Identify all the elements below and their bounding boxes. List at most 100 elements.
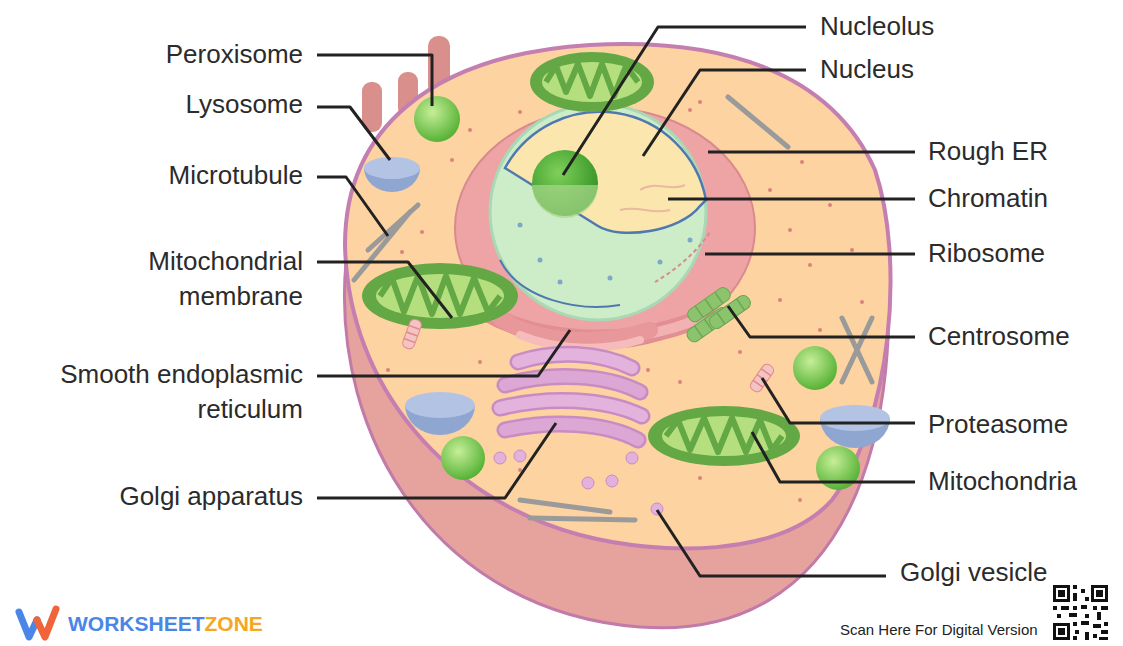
centrosome <box>707 293 753 331</box>
ribosome-dots <box>808 263 812 267</box>
nucleus <box>500 260 620 307</box>
leader-lines <box>317 107 390 160</box>
nucleus <box>655 232 710 282</box>
nucleus <box>658 260 663 265</box>
ribosome-dots <box>400 250 404 254</box>
golgi-vesicles <box>582 477 594 489</box>
centrosome <box>675 278 752 346</box>
qr-code <box>1052 584 1109 641</box>
golgi-apparatus <box>518 354 632 368</box>
microtubules <box>842 318 872 382</box>
nucleus <box>558 280 563 285</box>
golgi-vesicles <box>606 475 618 487</box>
leader-lines <box>317 177 388 236</box>
nucleus <box>490 104 710 320</box>
mitochondrion <box>662 416 786 456</box>
part-label: Rough ER <box>928 134 1048 169</box>
microtubules <box>354 97 872 520</box>
part-label: Nucleolus <box>820 9 934 44</box>
microtubules <box>530 518 635 520</box>
ribosome-dots <box>738 350 742 354</box>
ribosome-dots <box>860 300 864 304</box>
nucleus <box>538 258 543 263</box>
part-label: Mitochondria <box>928 464 1077 499</box>
leader-lines <box>317 262 452 318</box>
ribosome-dots <box>818 328 822 332</box>
golgi-apparatus <box>518 354 632 368</box>
peroxisome <box>793 346 837 390</box>
microtubules <box>520 500 610 512</box>
ribosome-dots <box>678 380 682 384</box>
golgi-apparatus <box>500 354 642 440</box>
ribosome-dots <box>468 128 472 132</box>
mitochondrion <box>648 406 800 466</box>
part-label: Lysosome <box>185 87 303 122</box>
leader-lines <box>643 70 806 156</box>
proteasome <box>401 318 423 350</box>
ribosome-dots <box>698 476 702 480</box>
part-label: Microtubule <box>169 158 303 193</box>
microtubules <box>842 318 872 382</box>
leader-lines <box>317 55 432 106</box>
leader-lines <box>317 330 570 376</box>
leader-lines <box>752 432 915 482</box>
ribosome-dots <box>450 158 454 162</box>
ribosome-dots <box>828 203 832 207</box>
nucleolus <box>532 185 598 218</box>
lysosome <box>405 392 475 435</box>
part-label: Ribosome <box>928 236 1045 271</box>
golgi-apparatus <box>500 400 642 416</box>
lysosome <box>364 157 420 192</box>
golgi-vesicles <box>494 452 506 464</box>
microtubules <box>728 97 788 147</box>
ribosome-dots <box>768 188 772 192</box>
cell-body <box>345 44 891 548</box>
leader-lines <box>762 378 915 423</box>
scan-note: Scan Here For Digital Version <box>840 620 1038 640</box>
nucleus <box>490 104 706 320</box>
golgi-vesicles <box>626 452 638 464</box>
logo-mark <box>19 612 37 637</box>
part-label: Peroxisome <box>166 37 303 72</box>
part-label: Golgi apparatus <box>119 479 303 514</box>
part-label: Centrosome <box>928 319 1070 354</box>
nucleus <box>688 238 693 243</box>
leader-lines <box>317 423 556 498</box>
ribosome-dots <box>688 108 692 112</box>
lysosome <box>820 405 890 431</box>
nucleus <box>518 223 523 228</box>
proteasome <box>404 325 420 342</box>
peroxisome <box>414 96 460 142</box>
logo-mark <box>19 609 56 637</box>
golgi-vesicles <box>514 450 526 462</box>
brand-watermark: WORKSHEET <box>68 610 205 639</box>
golgi-apparatus <box>505 424 638 440</box>
ribosome-dots <box>518 110 522 114</box>
peroxisome <box>441 436 485 480</box>
nucleus <box>505 112 706 233</box>
leader-lines <box>708 151 915 154</box>
leader-lines <box>668 198 915 201</box>
qr-code <box>1053 585 1108 640</box>
centrosome <box>685 284 744 339</box>
golgi-apparatus <box>500 400 642 416</box>
lysosome <box>820 405 890 448</box>
mitochondrion <box>362 263 518 329</box>
part-label: Mitochondrial membrane <box>93 244 303 315</box>
mitochondrion <box>362 263 518 329</box>
part-label: Proteasome <box>928 407 1068 442</box>
ribosome-dots <box>798 498 802 502</box>
leader-lines <box>728 306 915 337</box>
ribosome-dots <box>850 248 854 252</box>
peroxisome <box>414 96 860 490</box>
part-label: Smooth endoplasmic reticulum <box>13 357 303 428</box>
golgi-vesicles <box>651 503 663 515</box>
microtubules <box>368 205 418 250</box>
nucleolus <box>532 150 598 218</box>
logo-mark <box>37 609 56 637</box>
mitochondrion <box>380 276 500 314</box>
part-label: Nucleus <box>820 52 914 87</box>
smooth-er <box>500 318 650 348</box>
